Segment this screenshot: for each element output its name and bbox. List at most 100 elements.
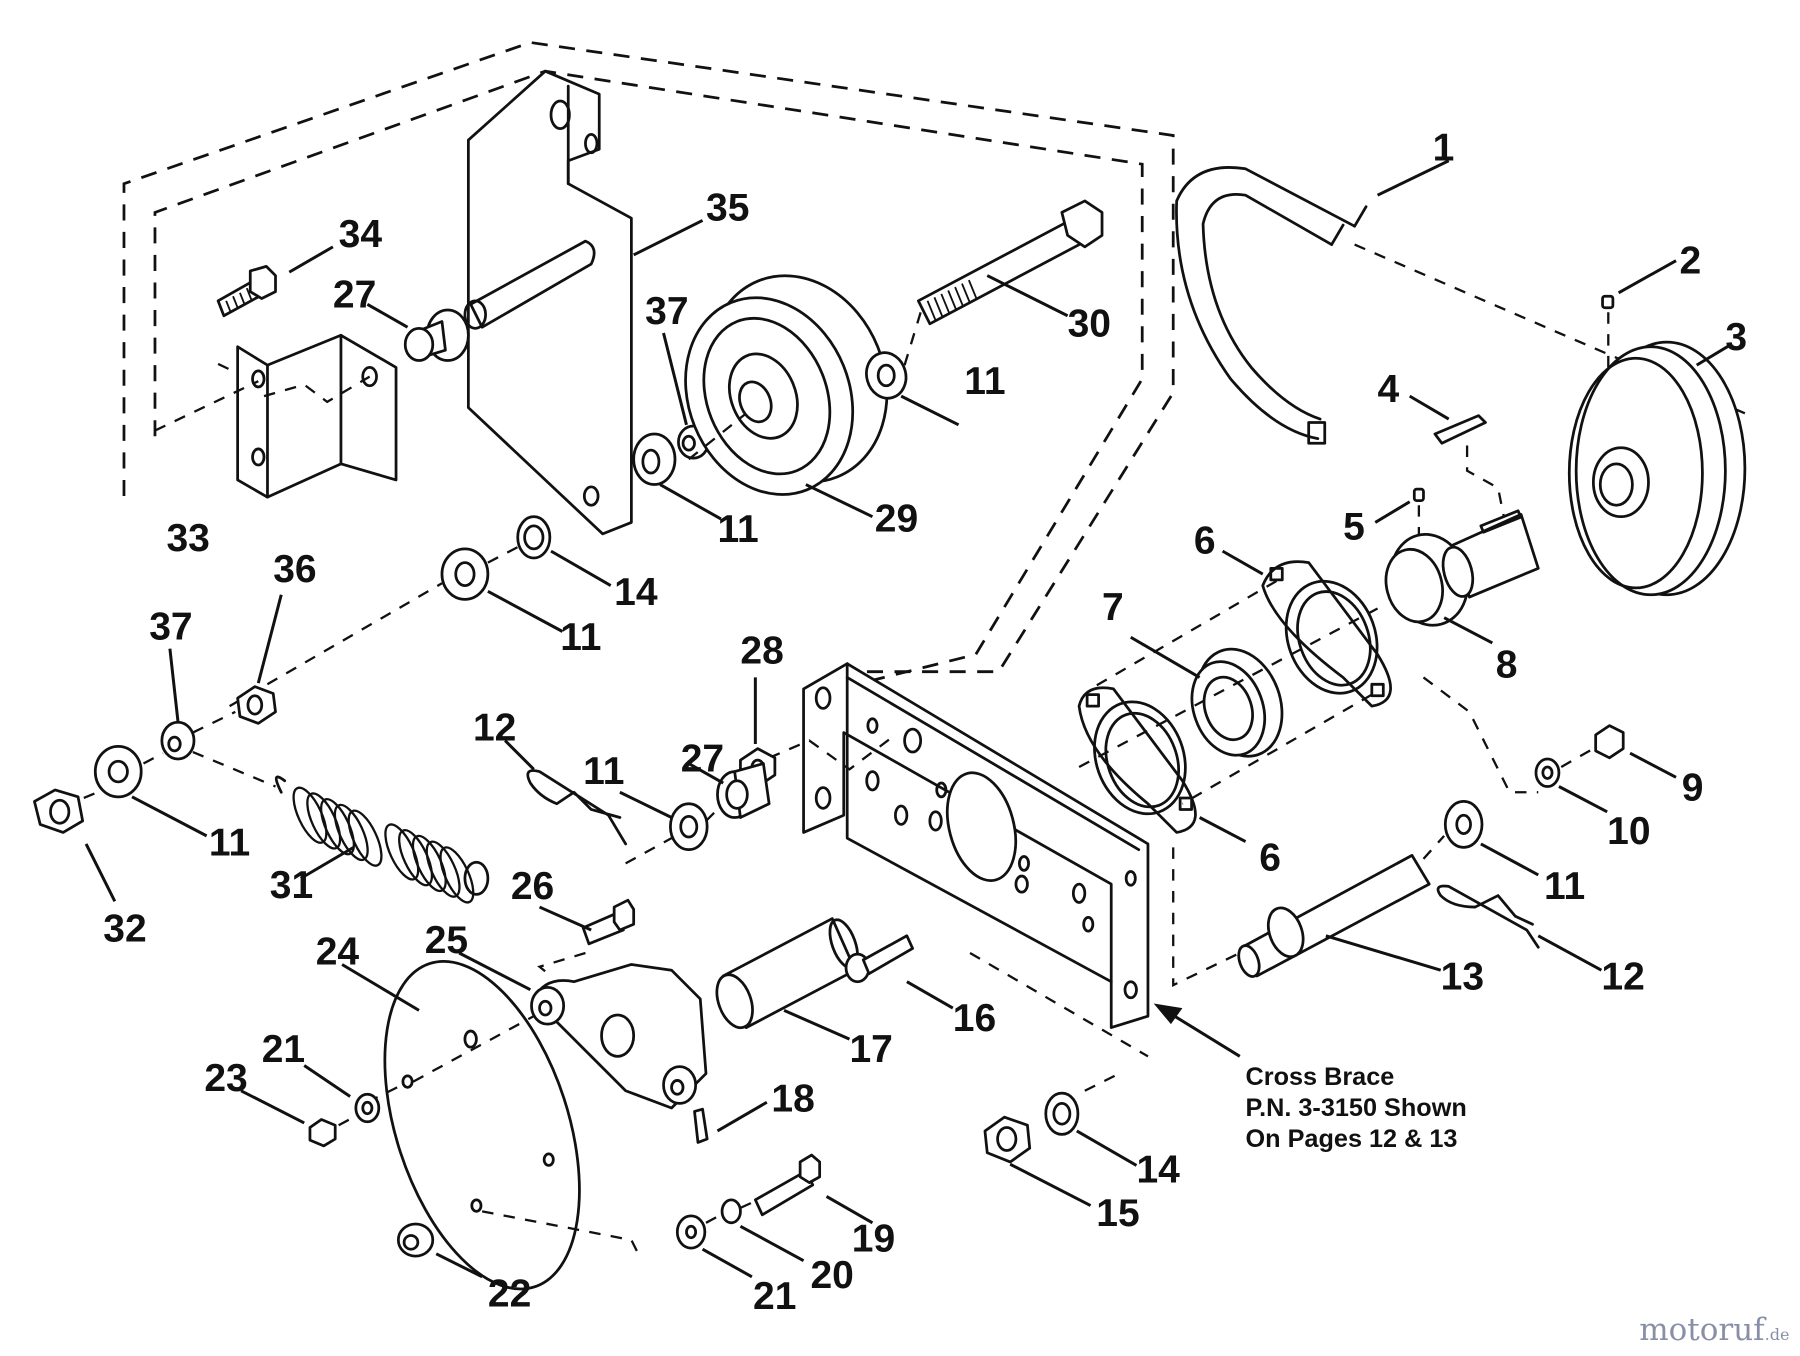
callout-labels: 1 2 3 4 5 6 6 7 8 9 10 11 11 11 11 11 11… xyxy=(103,127,1747,1318)
callout-19: 19 xyxy=(852,1218,895,1261)
callout-27-lower: 27 xyxy=(681,738,724,781)
part-11-washer-b xyxy=(632,432,722,521)
callout-31: 31 xyxy=(270,864,313,907)
callout-37-lower: 37 xyxy=(149,606,192,649)
callout-14-upper: 14 xyxy=(614,571,658,614)
part-29-idler-pulley xyxy=(684,274,889,519)
part-21-washer-upper xyxy=(303,1064,381,1124)
callout-15: 15 xyxy=(1096,1192,1139,1235)
note-line-2: P.N. 3-3150 Shown xyxy=(1246,1094,1467,1122)
part-9-nut xyxy=(1594,724,1677,779)
part-4-key xyxy=(1408,394,1505,517)
part-26-bolt xyxy=(537,898,636,977)
callout-8: 8 xyxy=(1496,643,1518,686)
callout-34: 34 xyxy=(339,213,383,256)
axis-line-a xyxy=(229,545,520,708)
part-31-spring xyxy=(274,775,490,904)
part-11-washer-a xyxy=(440,547,564,633)
part-11-washer-d xyxy=(619,790,709,852)
callout-1: 1 xyxy=(1433,127,1455,170)
part-27-bushing-lower xyxy=(688,762,771,819)
callout-11-a: 11 xyxy=(560,616,601,659)
part-3-drive-pulley xyxy=(1567,340,1747,597)
part-17-shaft xyxy=(715,917,859,1041)
callout-22: 22 xyxy=(488,1273,531,1316)
callout-35: 35 xyxy=(706,186,749,229)
callout-17: 17 xyxy=(849,1028,892,1071)
callout-14-lower: 14 xyxy=(1136,1149,1180,1192)
part-11-washer-e xyxy=(93,744,208,838)
part-12-hairpin-clip-right xyxy=(1436,884,1603,972)
part-33-bracket xyxy=(154,333,398,499)
callout-6-upper: 6 xyxy=(1194,519,1216,562)
callout-21-lower: 21 xyxy=(753,1275,796,1318)
frame-outline xyxy=(122,41,1175,691)
callout-11-b: 11 xyxy=(717,508,758,551)
note-line-1: Cross Brace xyxy=(1246,1063,1395,1091)
callout-4: 4 xyxy=(1378,368,1400,411)
callout-11-e: 11 xyxy=(209,821,250,864)
part-12-hairpin-clip-left xyxy=(504,739,628,846)
callout-21-upper: 21 xyxy=(262,1028,305,1071)
part-22-spacer xyxy=(396,1222,483,1279)
part-21-washer-lower xyxy=(675,1201,754,1279)
part-30-bolt xyxy=(916,199,1104,326)
part-24-cover-plate xyxy=(341,960,639,1291)
cross-brace-note: Cross Brace P.N. 3-3150 Shown On Pages 1… xyxy=(1246,1063,1467,1153)
part-16-carriage-bolt xyxy=(844,934,954,1010)
part-14-star-washer-lower xyxy=(1044,1072,1138,1167)
part-14-star-washer xyxy=(516,515,612,587)
cross-brace xyxy=(802,662,1150,1029)
part-18-screw xyxy=(693,1100,768,1144)
axis-line-brace xyxy=(768,733,1241,1058)
callout-13: 13 xyxy=(1441,956,1484,999)
callout-6-lower: 6 xyxy=(1259,836,1281,879)
callout-16: 16 xyxy=(953,997,996,1040)
part-35-idler-bracket xyxy=(463,69,704,536)
part-27-bushing-upper xyxy=(366,302,470,362)
callout-26: 26 xyxy=(511,865,554,908)
callout-27-upper: 27 xyxy=(333,274,376,317)
callout-3: 3 xyxy=(1725,316,1747,359)
axis-line-e xyxy=(83,710,276,800)
part-19-bolt xyxy=(753,1153,874,1225)
callout-29: 29 xyxy=(875,498,918,541)
part-10-lock-washer xyxy=(1534,747,1608,814)
part-15-nut xyxy=(983,1115,1092,1207)
callout-32: 32 xyxy=(103,908,146,951)
callout-28: 28 xyxy=(740,630,783,673)
axis-line-c xyxy=(903,311,922,366)
callout-33: 33 xyxy=(166,517,209,560)
part-37-spacer-lower xyxy=(160,648,196,761)
callout-23: 23 xyxy=(204,1057,247,1100)
callout-20: 20 xyxy=(810,1254,853,1297)
callout-11-f: 11 xyxy=(1544,865,1585,908)
part-20-lock-washer xyxy=(720,1198,805,1263)
watermark: motoruf.de xyxy=(1639,1312,1789,1348)
cross-brace-arrow xyxy=(1153,1003,1241,1058)
callout-10: 10 xyxy=(1607,810,1650,853)
callout-9: 9 xyxy=(1682,766,1704,809)
part-25-idler-arm xyxy=(458,951,708,1110)
callout-36: 36 xyxy=(273,548,316,591)
drive-shaft-stub xyxy=(1441,509,1540,599)
callout-5: 5 xyxy=(1343,506,1365,549)
callout-2: 2 xyxy=(1679,239,1701,282)
part-7-bearing xyxy=(1129,635,1284,758)
callout-37-upper: 37 xyxy=(645,290,688,333)
part-36-nut xyxy=(236,594,283,725)
callout-11-d: 11 xyxy=(583,750,624,793)
callout-30: 30 xyxy=(1068,302,1111,345)
callout-7: 7 xyxy=(1102,586,1124,629)
callout-25: 25 xyxy=(425,919,468,962)
part-11-washer-f xyxy=(1422,800,1539,877)
part-32-nut xyxy=(33,788,117,902)
callout-18: 18 xyxy=(771,1077,814,1120)
callout-12-left: 12 xyxy=(473,707,516,750)
axis-line-d xyxy=(625,808,719,865)
callout-11-c: 11 xyxy=(964,360,1005,403)
note-line-3: On Pages 12 & 13 xyxy=(1246,1125,1458,1153)
part-1-belt xyxy=(1175,159,1450,445)
callout-24: 24 xyxy=(316,930,360,973)
